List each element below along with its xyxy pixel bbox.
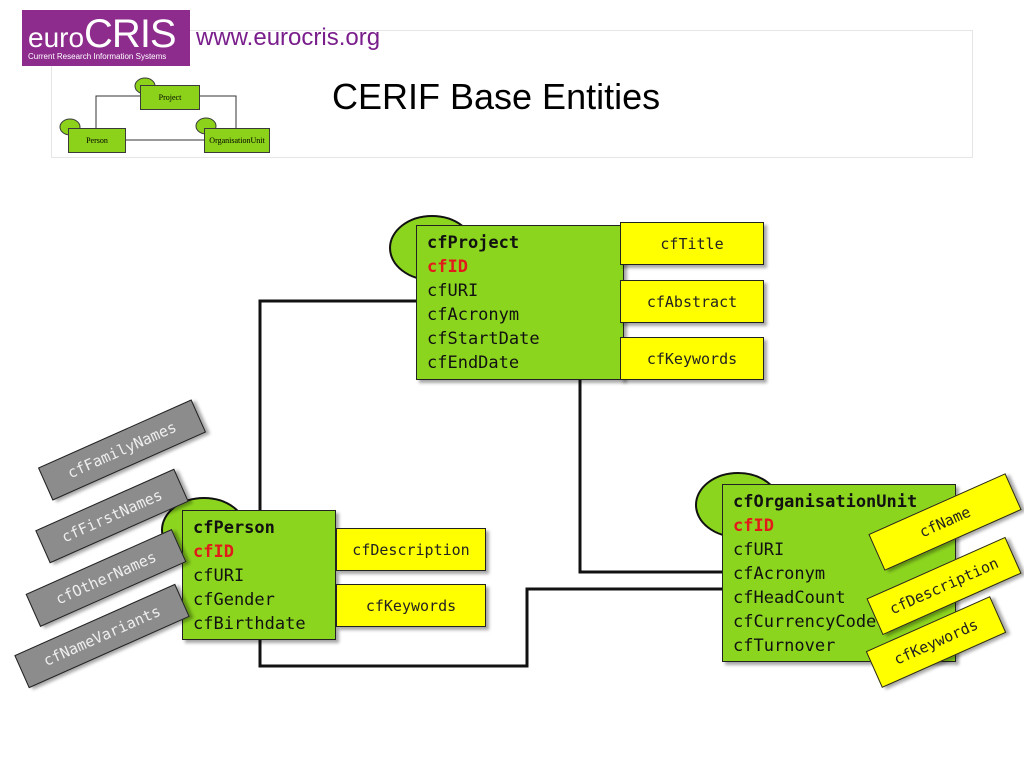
eurocris-logo[interactable]: euroCRIS Current Research Information Sy… [22,10,190,66]
entity-attr: cfHeadCount [733,588,846,608]
entity-pk: cfID [193,542,234,562]
entity-pk: cfID [427,257,468,277]
entity-attr: cfEndDate [427,353,520,373]
mini-diagram-lines [95,95,237,141]
entity-attr: cfStartDate [427,329,540,349]
entity-pk: cfID [733,516,774,536]
mini-person-box: Person [68,128,126,153]
logo-euro: euro [28,22,85,53]
entity-attr: cfURI [427,281,479,301]
entity-attr: cfAcronym [733,564,826,584]
entity-attr: cfBirthdate [193,614,306,634]
lang-attr-box: cfTitle [620,222,764,265]
mini-project-box: Project [140,85,200,110]
entity-name: cfOrganisationUnit [733,492,918,512]
entity-attr: cfCurrencyCode [733,612,877,632]
entity-attr: cfURI [733,540,785,560]
lang-attr-box: cfKeywords [336,584,486,627]
entity-name: cfProject [427,233,520,253]
entity-name: cfPerson [193,518,275,538]
entity-attr: cfTurnover [733,636,836,656]
site-url-link[interactable]: www.eurocris.org [196,24,381,51]
page-title: CERIF Base Entities [332,76,661,117]
project-entity: cfProject cfID cfURI cfAcronym cfStartDa… [416,225,624,380]
mini-orgunit-box: OrganisationUnit [204,128,270,153]
lang-attr-box: cfAbstract [620,280,764,323]
logo-wordmark: euroCRIS [28,12,177,57]
entity-attr: cfURI [193,566,245,586]
logo-tagline: Current Research Information Systems [28,52,167,61]
entity-attr: cfAcronym [427,305,520,325]
entity-attr: cfGender [193,590,275,610]
person-entity: cfPerson cfID cfURI cfGender cfBirthdate [182,510,336,640]
lang-attr-box: cfKeywords [620,337,764,380]
main-connector-lines [258,299,722,668]
lang-attr-box: cfDescription [336,528,486,571]
logo-cris: CRIS [84,12,177,56]
header-frame [51,30,973,158]
